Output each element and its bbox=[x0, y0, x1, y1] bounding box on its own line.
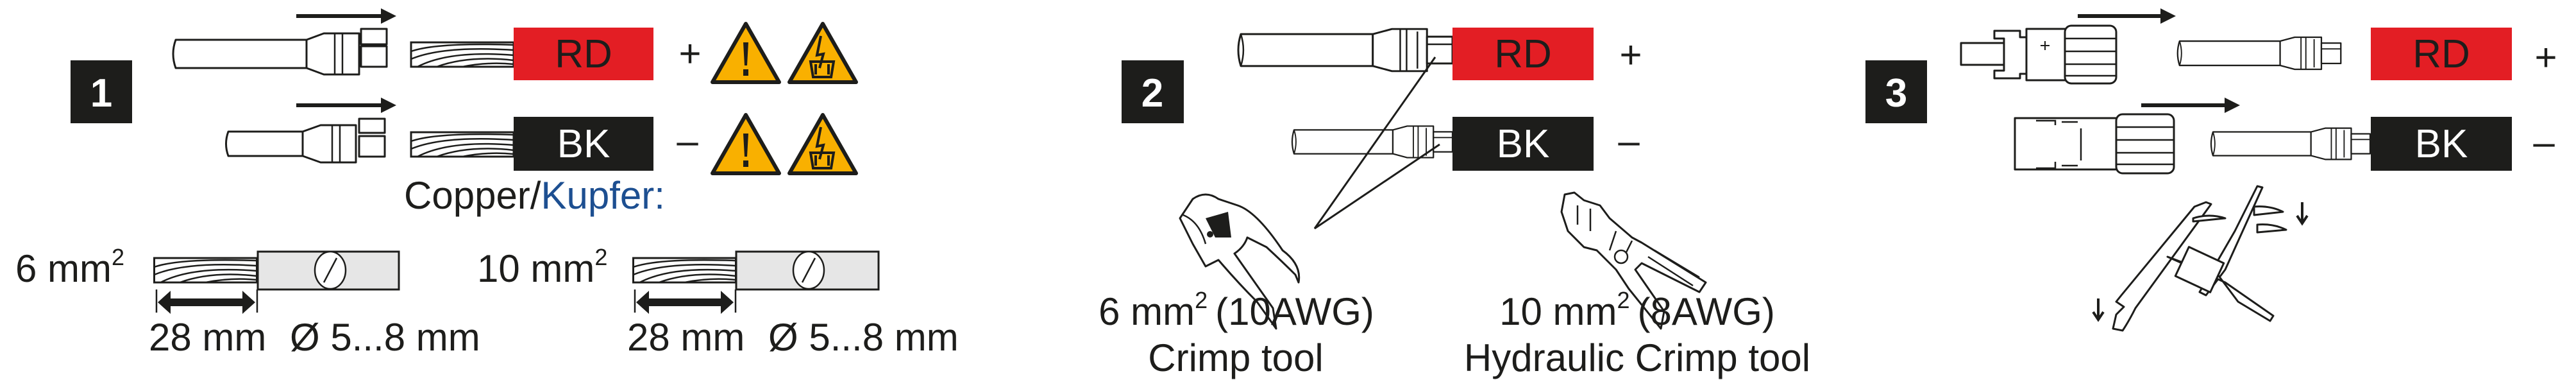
cable-diameter: Ø 5...8 mm bbox=[768, 316, 959, 359]
diameter-icon bbox=[792, 250, 825, 290]
material-label-en: Copper/ bbox=[404, 174, 541, 217]
red-cable-label: RD bbox=[2412, 32, 2470, 76]
arrow-down-icon bbox=[2296, 202, 2309, 226]
cable-size: 10 mm2 bbox=[477, 244, 607, 290]
stripped-wire-icon bbox=[410, 41, 515, 68]
black-cable-label: BK bbox=[1497, 122, 1550, 166]
crimped-contact-icon bbox=[1237, 28, 1454, 73]
cable-diameter: Ø 5...8 mm bbox=[290, 316, 480, 359]
strip-length-arrow-icon bbox=[155, 289, 258, 314]
plus-sign: + bbox=[1619, 33, 1642, 76]
electric-shock-warning-icon bbox=[789, 115, 856, 173]
red-cable-label: RD bbox=[1494, 32, 1552, 76]
minus-sign: – bbox=[2533, 121, 2555, 164]
unlocking-tool-icon bbox=[2112, 185, 2287, 332]
electric-shock-warning-icon bbox=[789, 24, 856, 82]
stripped-wire-icon bbox=[410, 131, 515, 158]
red-cable bbox=[2371, 28, 2512, 80]
crimp-pointer-lines bbox=[1313, 56, 1440, 230]
crimped-contact-icon bbox=[2210, 127, 2371, 160]
step-number-box bbox=[1122, 60, 1184, 123]
crimp-tool-icon bbox=[1179, 193, 1301, 330]
step-1-panel: 1 RD + BK – Copper/Kupfer: bbox=[15, 8, 959, 359]
black-cable-label: BK bbox=[557, 122, 610, 166]
minus-sign: – bbox=[1618, 119, 1640, 162]
step-number-box bbox=[1865, 60, 1927, 123]
strip-length: 28 mm bbox=[149, 316, 266, 359]
stripped-wire-icon bbox=[632, 257, 737, 284]
cable-spec-6mm2: 6 mm2 28 mm Ø 5...8 mm bbox=[15, 244, 480, 359]
step-3-panel: 3 RD + BK – bbox=[1865, 8, 2557, 332]
crimped-contact-icon bbox=[2176, 36, 2342, 71]
strip-length: 28 mm bbox=[627, 316, 745, 359]
red-cable bbox=[1452, 28, 1594, 80]
diameter-icon bbox=[314, 250, 347, 290]
black-cable-label: BK bbox=[2415, 122, 2468, 166]
plus-sign: + bbox=[2534, 36, 2557, 79]
cable-spec-10mm2: 10 mm2 28 mm Ø 5...8 mm bbox=[477, 244, 959, 359]
general-warning-icon bbox=[712, 24, 779, 82]
black-cable bbox=[514, 117, 653, 171]
step-number-box bbox=[71, 60, 132, 123]
crimp-tool-spec: 6 mm2(10AWG) bbox=[1099, 287, 1374, 333]
black-cable bbox=[2371, 117, 2512, 171]
minus-sign: – bbox=[677, 119, 698, 162]
step-number: 3 bbox=[1885, 71, 1907, 116]
step-2-panel: 2 RD + BK – 6 mm2(10AWG) Crimp tool 10 m… bbox=[1099, 28, 1810, 379]
step-number: 2 bbox=[1141, 71, 1163, 116]
strip-length-arrow-icon bbox=[634, 289, 737, 314]
crimp-tool-label: Crimp tool bbox=[1148, 336, 1323, 379]
hydraulic-crimp-tool-spec: 10 mm2(8AWG) bbox=[1499, 287, 1775, 333]
stripped-wire-icon bbox=[153, 257, 258, 284]
plug-connector-icon bbox=[1960, 24, 2117, 85]
hydraulic-crimp-tool-icon bbox=[1560, 191, 1707, 330]
cable-size: 6 mm2 bbox=[15, 244, 124, 290]
material-label-de: Kupfer: bbox=[541, 174, 664, 217]
open-crimp-contact-icon bbox=[225, 117, 386, 164]
hydraulic-crimp-tool-label: Hydraulic Crimp tool bbox=[1464, 336, 1810, 379]
red-cable-label: RD bbox=[555, 32, 612, 76]
material-label: Copper/Kupfer: bbox=[404, 174, 665, 217]
step-number: 1 bbox=[90, 71, 112, 116]
black-cable bbox=[1452, 117, 1594, 171]
plus-sign: + bbox=[678, 32, 701, 75]
socket-connector-icon bbox=[2014, 113, 2175, 175]
red-cable bbox=[514, 28, 653, 80]
open-crimp-contact-icon bbox=[172, 28, 388, 76]
general-warning-icon bbox=[712, 115, 779, 173]
arrow-down-icon bbox=[2092, 298, 2105, 322]
